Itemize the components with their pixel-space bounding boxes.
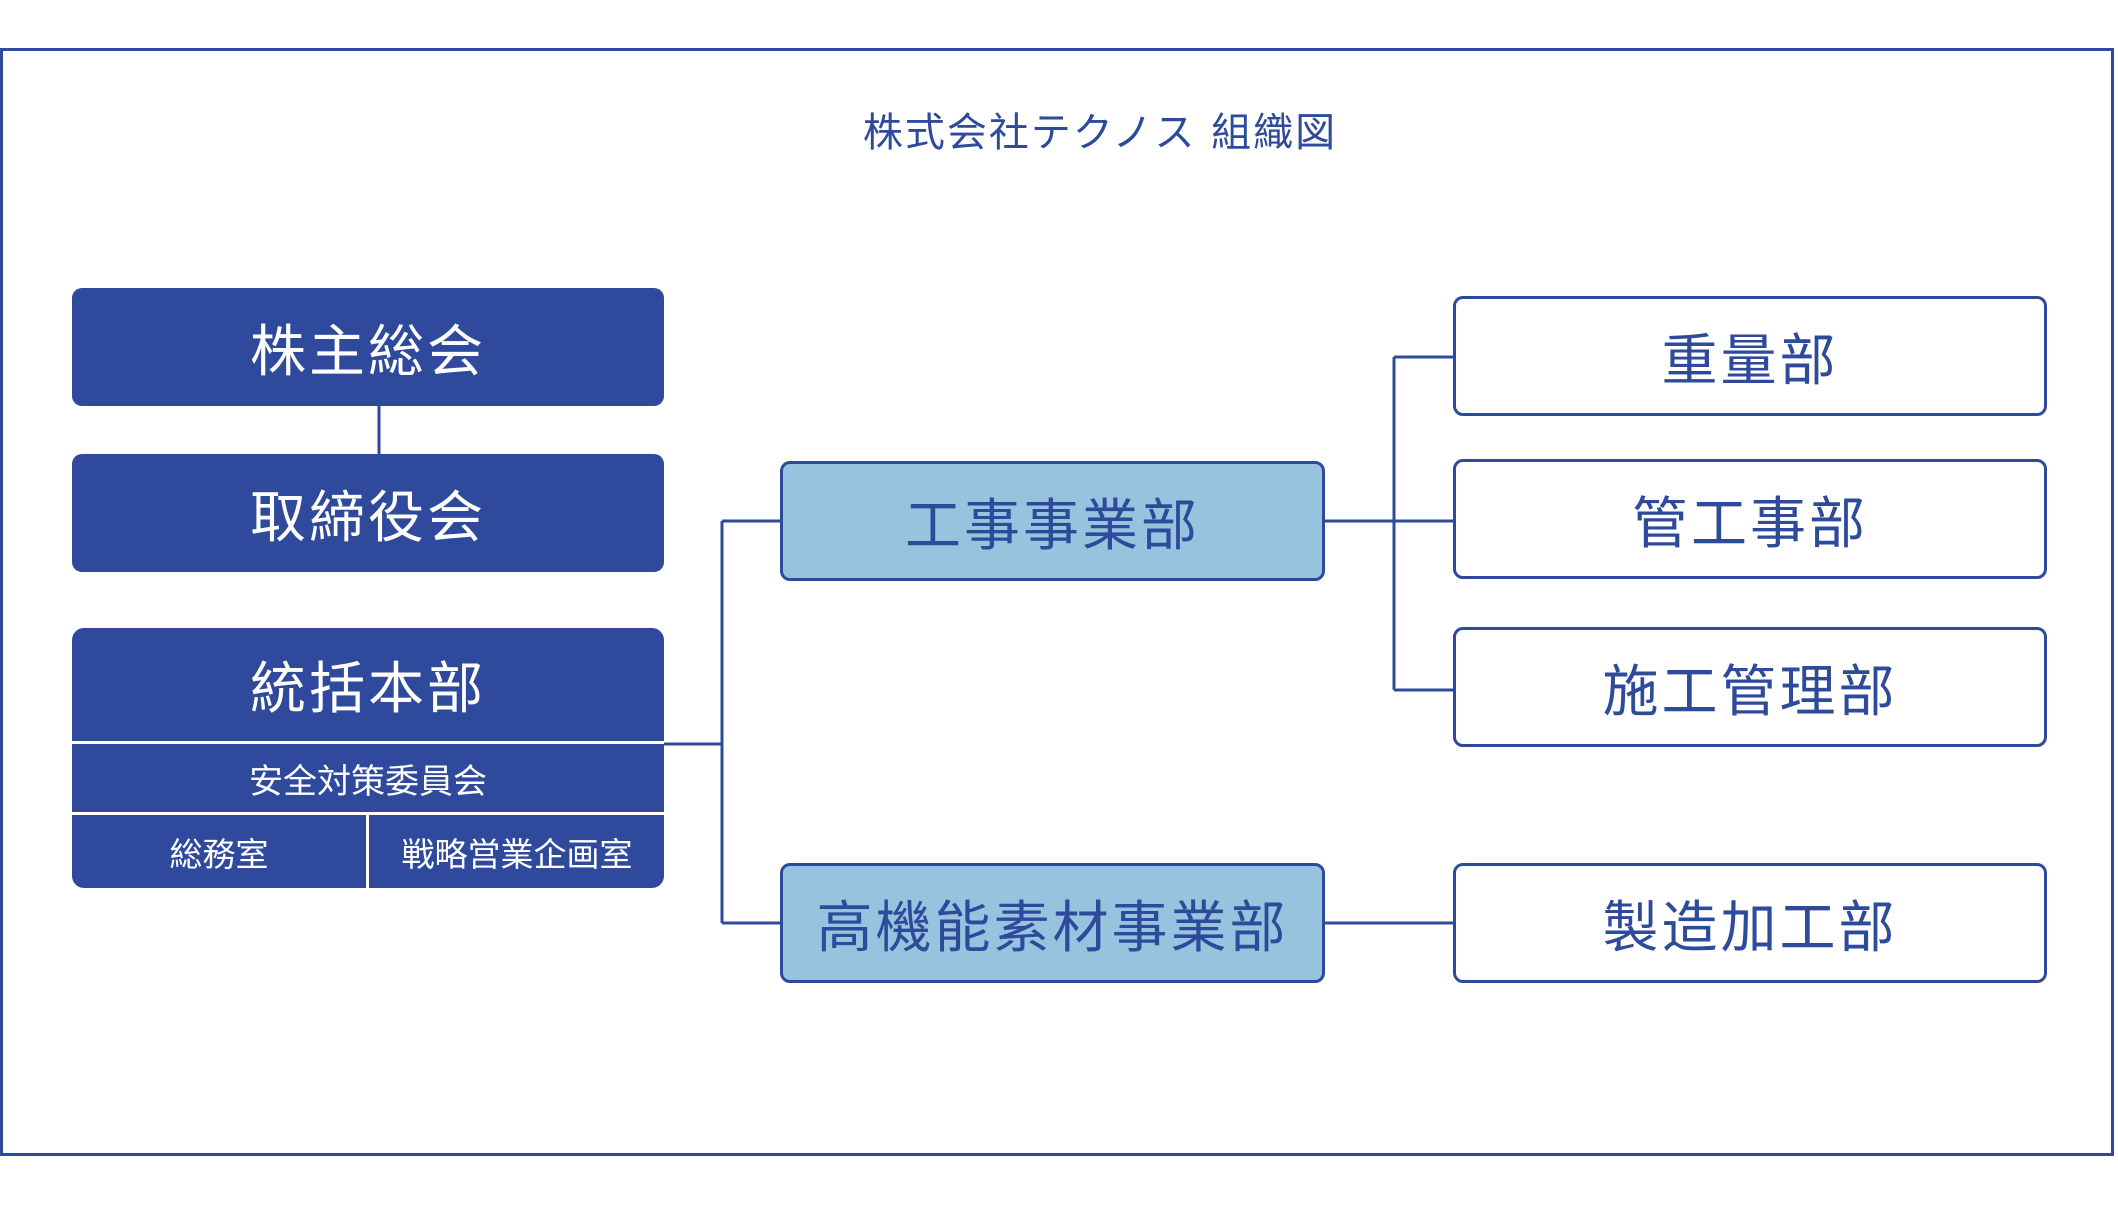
- headquarters-label: 統括本部: [250, 657, 486, 722]
- headquarters-divider-1: [72, 741, 664, 744]
- heavy-dept-label: 重量部: [1661, 328, 1839, 394]
- safety-committee-label: 安全対策委員会: [249, 761, 487, 802]
- construction-division-box: 工事事業部: [780, 461, 1325, 581]
- materials-division-label: 高機能素材事業部: [816, 895, 1289, 961]
- construction-division-label: 工事事業部: [905, 493, 1200, 559]
- shareholders-meeting-box: 株主総会: [72, 288, 664, 406]
- pipe-dept-label: 管工事部: [1632, 491, 1868, 557]
- diagram-frame: [0, 48, 2114, 1156]
- headquarters-divider-3: [366, 812, 369, 888]
- board-of-directors-label: 取締役会: [250, 485, 486, 551]
- strategy-planning-label: 戦略営業企画室: [401, 835, 633, 874]
- shareholders-meeting-label: 株主総会: [250, 319, 486, 385]
- pipe-dept-box: 管工事部: [1453, 459, 2047, 579]
- management-dept-label: 施工管理部: [1602, 659, 1898, 725]
- management-dept-box: 施工管理部: [1453, 627, 2047, 747]
- manufacturing-dept-label: 製造加工部: [1602, 895, 1898, 961]
- materials-division-box: 高機能素材事業部: [780, 863, 1325, 983]
- general-affairs-label: 総務室: [169, 835, 269, 874]
- heavy-dept-box: 重量部: [1453, 296, 2047, 416]
- board-of-directors-box: 取締役会: [72, 454, 664, 572]
- manufacturing-dept-box: 製造加工部: [1453, 863, 2047, 983]
- diagram-title: 株式会社テクノス 組織図: [862, 110, 1338, 156]
- headquarters-box: 統括本部 安全対策委員会 総務室 戦略営業企画室: [72, 628, 664, 888]
